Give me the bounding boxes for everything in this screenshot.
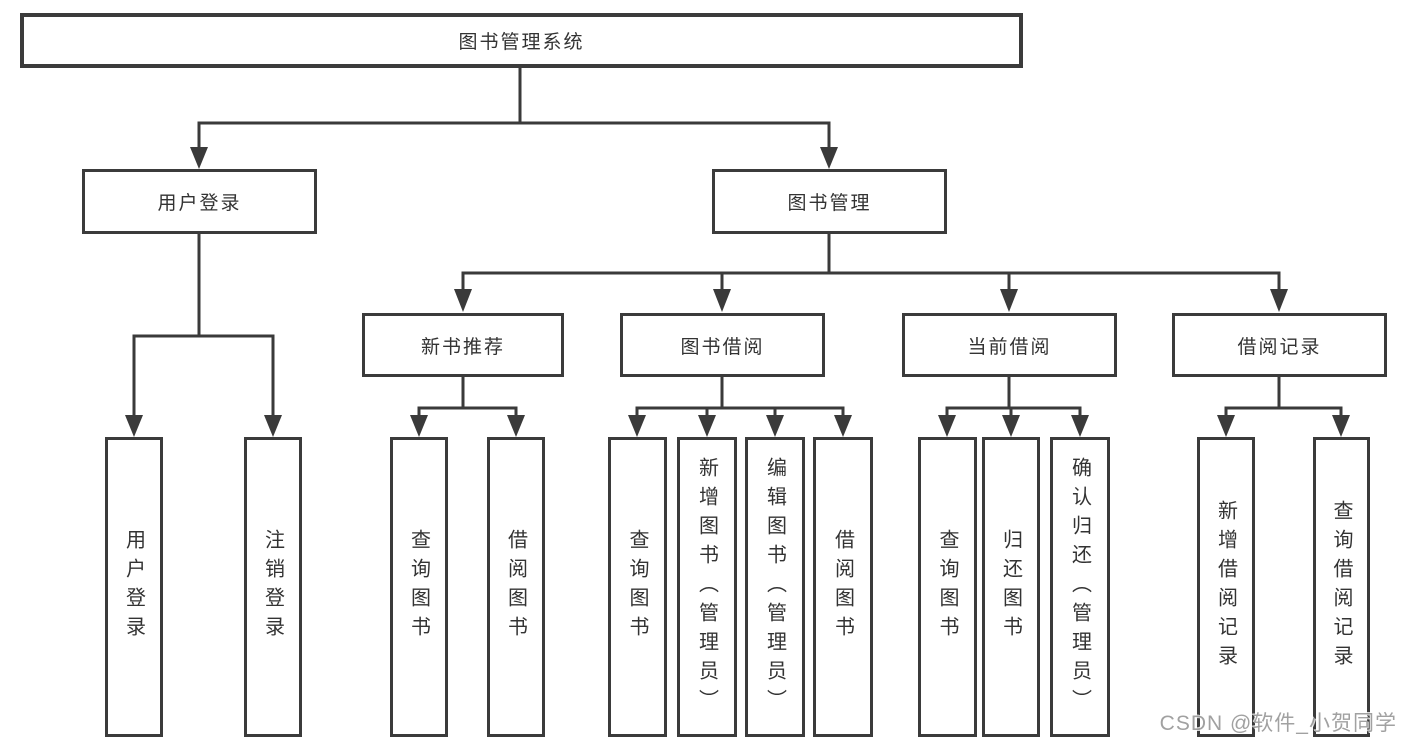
leaf-current-query-book: 查询图书 (918, 437, 977, 737)
leaf-borrow-book: 借阅图书 (813, 437, 873, 737)
node-root-system: 图书管理系统 (20, 13, 1023, 68)
node-user-login: 用户登录 (82, 169, 317, 234)
leaf-user-login: 用户登录 (105, 437, 163, 737)
csdn-watermark: CSDN @软件_小贺同学 (1159, 712, 1397, 735)
node-book-management: 图书管理 (712, 169, 947, 234)
leaf-logout-login: 注销登录 (244, 437, 302, 737)
arrowheads (125, 147, 1350, 437)
leaf-add-borrow-record: 新增借阅记录 (1197, 437, 1255, 737)
node-current-borrow: 当前借阅 (902, 313, 1117, 377)
node-book-borrow: 图书借阅 (620, 313, 825, 377)
leaf-query-borrow-record: 查询借阅记录 (1313, 437, 1370, 737)
leaf-confirm-return-admin: 确认归还（管理员） (1050, 437, 1110, 737)
leaf-recommend-borrow-book: 借阅图书 (487, 437, 545, 737)
leaf-edit-book-admin: 编辑图书（管理员） (745, 437, 805, 737)
node-borrow-records: 借阅记录 (1172, 313, 1387, 377)
leaf-recommend-query-book: 查询图书 (390, 437, 448, 737)
leaf-borrow-query-book: 查询图书 (608, 437, 667, 737)
leaf-return-book: 归还图书 (982, 437, 1040, 737)
leaf-add-book-admin: 新增图书（管理员） (677, 437, 737, 737)
connector-paths (132, 66, 1343, 417)
node-new-book-recommend: 新书推荐 (362, 313, 564, 377)
